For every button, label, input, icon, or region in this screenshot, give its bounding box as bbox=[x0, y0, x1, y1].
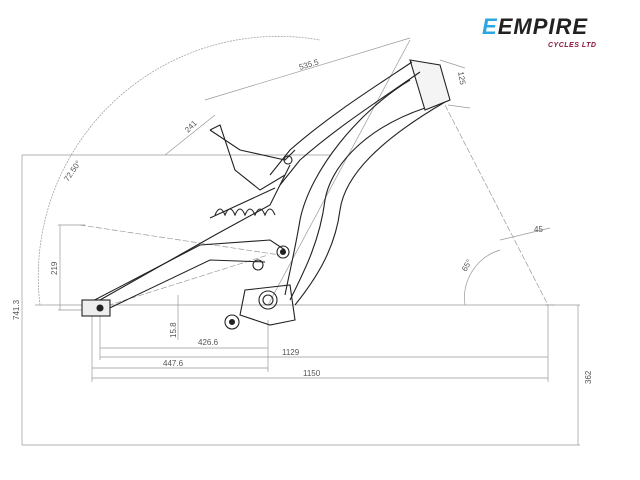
chain-device bbox=[224, 314, 240, 330]
dim-bb-drop: 15.8 bbox=[169, 322, 178, 338]
rear-dropout bbox=[81, 299, 111, 317]
dim-chainstay-a: 426.6 bbox=[198, 338, 219, 347]
bottom-bracket bbox=[258, 290, 278, 310]
dim-fork-offset: 45 bbox=[534, 225, 543, 234]
dim-stack: 741.3 bbox=[12, 299, 21, 320]
main-pivot bbox=[276, 245, 290, 259]
dim-head-angle: 65° bbox=[460, 258, 474, 273]
chainstay bbox=[84, 239, 286, 306]
dimension-lines bbox=[21, 36, 580, 446]
bike-frame bbox=[81, 59, 451, 330]
dim-wheelbase-a: 1129 bbox=[282, 348, 300, 357]
shock-coil bbox=[209, 187, 276, 219]
dim-wheelbase-b: 1150 bbox=[303, 369, 321, 378]
top-tube bbox=[269, 61, 413, 176]
dim-chainstay-rise: 219 bbox=[50, 261, 59, 275]
dim-head-tube: 125 bbox=[456, 71, 467, 86]
down-tube bbox=[289, 107, 426, 301]
dim-seat-angle: 72.50° bbox=[62, 159, 83, 183]
dim-seat-tube: 241 bbox=[183, 118, 199, 134]
empire-cycles-logo: EEMPIRE CYCLES LTD bbox=[482, 16, 632, 52]
logo-prefix: E bbox=[482, 14, 498, 39]
logo-name: EMPIRE bbox=[497, 14, 589, 39]
dim-top-tube: 535.5 bbox=[298, 57, 320, 72]
logo-subtitle: CYCLES LTD bbox=[548, 42, 597, 49]
dim-bb-height: 362 bbox=[584, 370, 593, 384]
dim-chainstay-b: 447.6 bbox=[163, 359, 184, 368]
